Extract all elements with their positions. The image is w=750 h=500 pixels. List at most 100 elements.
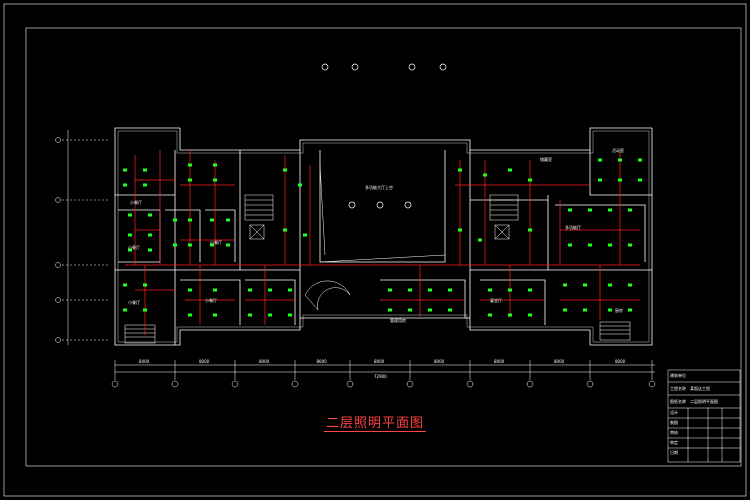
- light-fixture-mark: [123, 168, 127, 172]
- light-fixture-mark: [123, 283, 127, 287]
- light-fixture-mark: [173, 243, 177, 247]
- light-fixture-mark: [283, 168, 287, 172]
- top-markers: [321, 63, 447, 71]
- room-label: 多功能厅: [565, 225, 581, 230]
- light-fixture-mark: [408, 308, 412, 312]
- light-fixture-mark: [508, 288, 512, 292]
- bottom-dimensions: [114, 360, 655, 380]
- light-fixture-mark: [188, 313, 192, 317]
- light-fixtures: [123, 158, 642, 317]
- light-fixture-mark: [283, 228, 287, 232]
- left-axis: [55, 130, 110, 345]
- room-label: 小餐厅: [128, 245, 140, 250]
- grid-axis-bubble: [406, 380, 414, 388]
- light-fixture-mark: [608, 208, 612, 212]
- light-fixture-mark: [143, 308, 147, 312]
- light-fixture-mark: [148, 213, 152, 217]
- light-fixture-mark: [428, 308, 432, 312]
- light-fixture-mark: [628, 243, 632, 247]
- light-fixture-mark: [128, 248, 132, 252]
- lighting-wiring: [125, 150, 640, 335]
- room-label: 宴会厅: [490, 298, 502, 303]
- light-fixture-mark: [458, 228, 462, 232]
- light-fixture-mark: [288, 288, 292, 292]
- sheet-border-inner: [25, 27, 742, 467]
- room-label: 厨房: [615, 308, 623, 313]
- light-fixture-mark: [408, 288, 412, 292]
- light-fixture-mark: [528, 288, 532, 292]
- light-fixture-mark: [628, 308, 632, 312]
- light-fixture-mark: [628, 208, 632, 212]
- light-fixture-mark: [123, 308, 127, 312]
- light-fixture-mark: [428, 288, 432, 292]
- light-fixture-mark: [563, 308, 567, 312]
- light-fixture-mark: [226, 218, 230, 222]
- light-fixture-mark: [248, 288, 252, 292]
- light-fixture-mark: [508, 168, 512, 172]
- light-fixture-mark: [608, 308, 612, 312]
- elevators: [249, 224, 510, 240]
- light-fixture-mark: [488, 288, 492, 292]
- light-fixture-mark: [123, 183, 127, 187]
- light-fixture-mark: [528, 228, 532, 232]
- light-fixture-mark: [448, 288, 452, 292]
- room-label: 小餐厅: [210, 240, 222, 245]
- grid-axis-bubble: [526, 380, 534, 388]
- light-fixture-mark: [478, 238, 482, 242]
- light-fixture-mark: [528, 178, 532, 182]
- light-fixture-mark: [173, 218, 177, 222]
- dimension-label: 8000: [554, 359, 565, 364]
- light-fixture-mark: [563, 283, 567, 287]
- light-fixture-mark: [598, 178, 602, 182]
- light-fixture-mark: [488, 313, 492, 317]
- grid-axis-bubble: [291, 380, 299, 388]
- light-fixture-mark: [608, 243, 612, 247]
- light-fixture-mark: [210, 218, 214, 222]
- light-fixture-mark: [583, 308, 587, 312]
- total-dimension: 72900: [374, 374, 387, 379]
- light-fixture-mark: [638, 158, 642, 162]
- light-fixture-mark: [508, 313, 512, 317]
- room-label: 活动室: [612, 148, 624, 153]
- light-fixture-mark: [288, 313, 292, 317]
- room-label: 小餐厅: [205, 298, 217, 303]
- light-fixture-mark: [448, 308, 452, 312]
- light-fixture-mark: [568, 208, 572, 212]
- light-fixture-mark: [213, 288, 217, 292]
- room-label: 储藏室: [540, 157, 552, 162]
- grid-axis-bubble: [171, 380, 179, 388]
- light-fixture-mark: [388, 288, 392, 292]
- light-fixture-mark: [188, 163, 192, 167]
- stairs: [124, 194, 631, 344]
- light-fixture-mark: [148, 233, 152, 237]
- light-fixture-mark: [148, 248, 152, 252]
- dimension-label: 8000: [374, 359, 385, 364]
- drawing-title: 二层照明平面图: [0, 412, 750, 432]
- dimension-label: 8000: [316, 359, 327, 364]
- title-block-row: 建筑单位: [670, 373, 686, 378]
- title-block-row: 工程名称: [670, 386, 686, 391]
- light-fixture-mark: [608, 283, 612, 287]
- grid-axis-bubble: [231, 380, 239, 388]
- light-fixture-mark: [628, 283, 632, 287]
- dimension-label: 8000: [259, 359, 270, 364]
- dimension-label: 8000: [434, 359, 445, 364]
- light-fixture-mark: [128, 213, 132, 217]
- light-fixture-mark: [143, 183, 147, 187]
- light-fixture-mark: [213, 178, 217, 182]
- grid-axis-bubbles: [111, 380, 656, 388]
- title-block-row: 图纸名称: [670, 399, 686, 404]
- light-fixture-mark: [388, 308, 392, 312]
- light-fixture-mark: [188, 178, 192, 182]
- light-fixture-mark: [128, 233, 132, 237]
- light-fixture-mark: [618, 178, 622, 182]
- light-fixture-mark: [638, 178, 642, 182]
- light-fixture-mark: [268, 288, 272, 292]
- light-fixture-mark: [618, 158, 622, 162]
- light-fixture-mark: [298, 183, 302, 187]
- title-block-row: 日期: [670, 450, 678, 455]
- hall-ceiling-lights: [348, 201, 412, 209]
- light-fixture-mark: [528, 313, 532, 317]
- light-fixture-mark: [458, 168, 462, 172]
